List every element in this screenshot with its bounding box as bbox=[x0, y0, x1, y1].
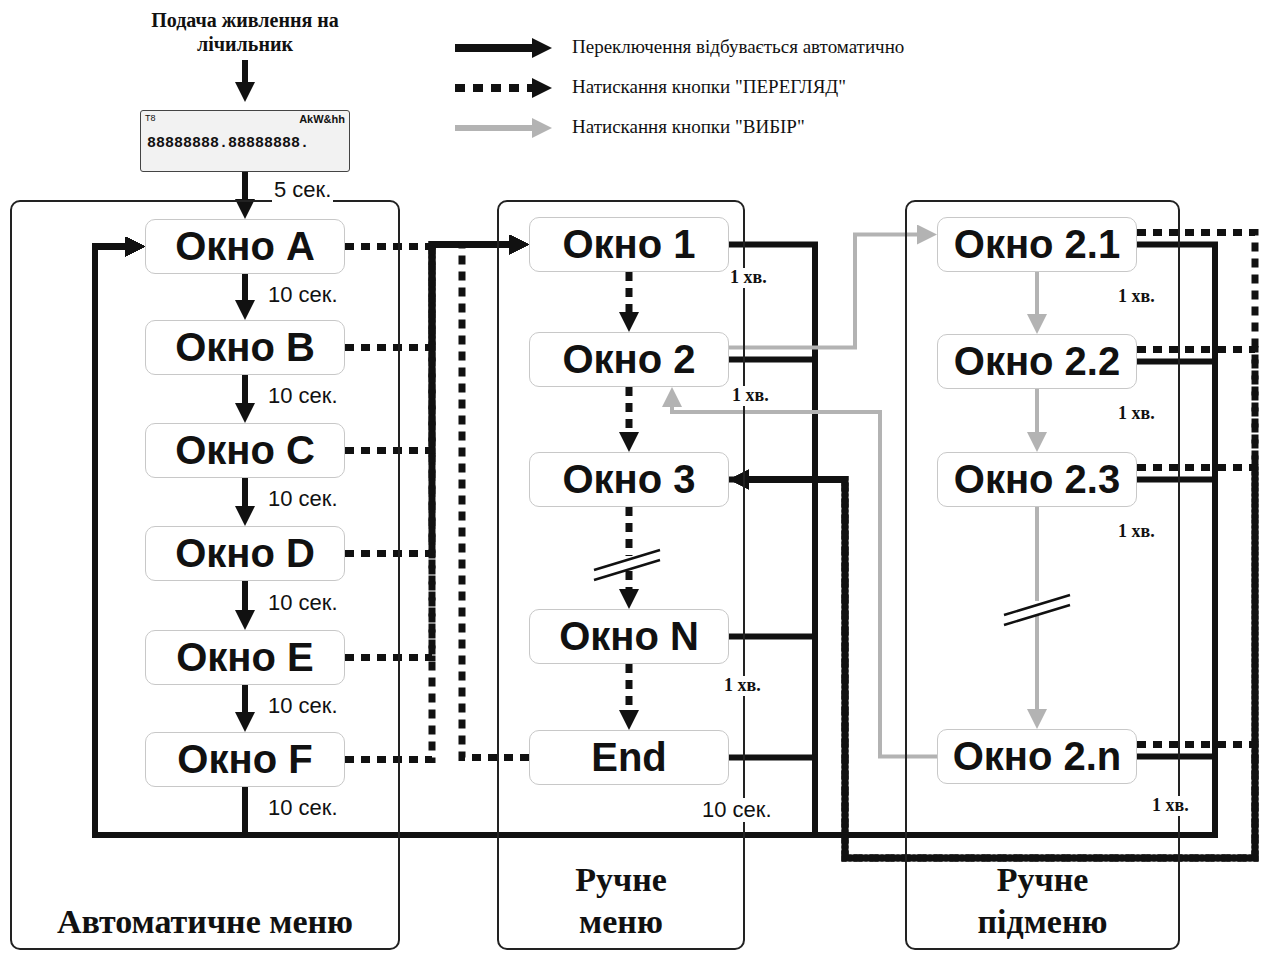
power-arrow bbox=[242, 60, 248, 88]
edge-label: 1 хв. bbox=[1116, 287, 1157, 307]
view-button-arrow bbox=[345, 245, 515, 658]
edge-label: 1 хв. bbox=[1116, 522, 1157, 542]
caption-label: Подача живлення на лічильник bbox=[130, 8, 360, 56]
window-box: End bbox=[529, 730, 729, 785]
box-label: Окно 3 bbox=[562, 457, 695, 502]
legend-solid-sample bbox=[455, 44, 538, 52]
box-label: Окно E bbox=[176, 635, 314, 680]
window-box: Окно C bbox=[145, 423, 345, 478]
view-button-arrow bbox=[462, 245, 529, 758]
window-box: Окно D bbox=[145, 526, 345, 581]
auto-arrow bbox=[95, 247, 815, 836]
lcd-text: AkW&hh bbox=[299, 113, 345, 125]
window-box: Окно N bbox=[529, 609, 729, 664]
auto-arrow bbox=[242, 274, 248, 306]
legend-text: Натискання кнопки "ВИБІР" bbox=[572, 116, 805, 138]
edge-label: 10 сек. bbox=[266, 591, 340, 615]
window-box: Окно 3 bbox=[529, 452, 729, 507]
menu-group: Ручне меню Окно 1 Окно 2 Окно 3 Окно N End bbox=[497, 200, 745, 950]
legend-grey-sample bbox=[455, 125, 538, 131]
edge-label: 1 хв. bbox=[1116, 404, 1157, 424]
auto-arrow bbox=[95, 245, 815, 836]
legend-text: Натискання кнопки "ПЕРЕГЛЯД" bbox=[572, 76, 846, 98]
view-button-arrow bbox=[626, 272, 633, 318]
view-button-arrow bbox=[626, 664, 633, 716]
auto-arrow bbox=[95, 247, 1215, 836]
box-label: Окно 2 bbox=[562, 337, 695, 382]
auto-arrow bbox=[95, 247, 1215, 836]
edge-label: 10 сек. bbox=[700, 798, 774, 822]
legend-dotted-sample bbox=[455, 84, 538, 92]
auto-arrow bbox=[95, 245, 1215, 836]
auto-arrow bbox=[242, 478, 248, 512]
select-button-arrow bbox=[729, 235, 923, 348]
box-label: Окно 2.1 bbox=[954, 222, 1120, 267]
view-button-arrow bbox=[626, 387, 633, 438]
auto-arrow bbox=[95, 247, 815, 836]
view-button-arrow bbox=[626, 507, 633, 595]
group-heading: Ручне підменю bbox=[907, 859, 1178, 942]
break-mark bbox=[1004, 595, 1070, 625]
auto-arrow bbox=[95, 247, 815, 836]
legend-text: Переключення відбувається автоматично bbox=[572, 36, 904, 58]
edge-label: 10 сек. bbox=[266, 796, 340, 820]
edge-label: 1 хв. bbox=[728, 268, 769, 288]
box-label: Окно A bbox=[175, 224, 315, 269]
window-box: Окно 2.n bbox=[937, 729, 1137, 784]
box-label: Окно N bbox=[559, 614, 699, 659]
window-box: Окно A bbox=[145, 219, 345, 274]
edge-label: 5 сек. bbox=[272, 178, 333, 202]
auto-arrow bbox=[242, 375, 248, 409]
edge-label: 1 хв. bbox=[722, 676, 763, 696]
box-label: End bbox=[591, 735, 667, 780]
select-button-arrow bbox=[1035, 389, 1039, 438]
break-mark bbox=[594, 550, 660, 580]
auto-arrow bbox=[242, 685, 248, 718]
box-label: Окно 2.n bbox=[953, 734, 1122, 779]
lcd-display: T8 AkW&hh 88888888.88888888. bbox=[140, 110, 350, 172]
box-label: Окно 2.2 bbox=[954, 339, 1120, 384]
window-box: Окно 2.3 bbox=[937, 452, 1137, 507]
edge-label: 10 сек. bbox=[266, 384, 340, 408]
edge-label: 10 сек. bbox=[266, 694, 340, 718]
box-label: Окно C bbox=[175, 428, 315, 473]
select-button-arrow bbox=[1035, 272, 1039, 320]
lcd-text: 88888888.88888888. bbox=[147, 135, 309, 152]
edge-label: 10 сек. bbox=[266, 487, 340, 511]
window-box: Окно 2 bbox=[529, 332, 729, 387]
window-box: Окно E bbox=[145, 630, 345, 685]
box-label: Окно B bbox=[175, 325, 315, 370]
window-box: Окно F bbox=[145, 732, 345, 787]
group-heading: Ручне меню bbox=[499, 859, 743, 942]
box-label: Окно F bbox=[177, 737, 312, 782]
window-box: Окно 2.2 bbox=[937, 334, 1137, 389]
view-button-arrow bbox=[345, 245, 515, 760]
edge-label: 10 сек. bbox=[266, 283, 340, 307]
window-box: Окно 2.1 bbox=[937, 217, 1137, 272]
edge-label: 1 хв. bbox=[730, 386, 771, 406]
box-label: Окно D bbox=[175, 531, 315, 576]
edge-label: 1 хв. bbox=[1150, 796, 1191, 816]
lcd-text: T8 bbox=[145, 113, 156, 123]
menu-group: Ручне підменю Окно 2.1Окно 2.2Окно 2.3Окн… bbox=[905, 200, 1180, 950]
box-label: Окно 2.3 bbox=[954, 457, 1120, 502]
auto-arrow bbox=[95, 247, 815, 836]
auto-arrow bbox=[242, 581, 248, 616]
box-label: Окно 1 bbox=[562, 222, 695, 267]
window-box: Окно 1 bbox=[529, 217, 729, 272]
window-box: Окно B bbox=[145, 320, 345, 375]
menu-group: Автоматичне меню Окно A Окно B Окно C Окно D… bbox=[10, 200, 400, 950]
auto-arrow bbox=[95, 247, 1215, 836]
group-heading: Автоматичне меню bbox=[12, 901, 398, 942]
